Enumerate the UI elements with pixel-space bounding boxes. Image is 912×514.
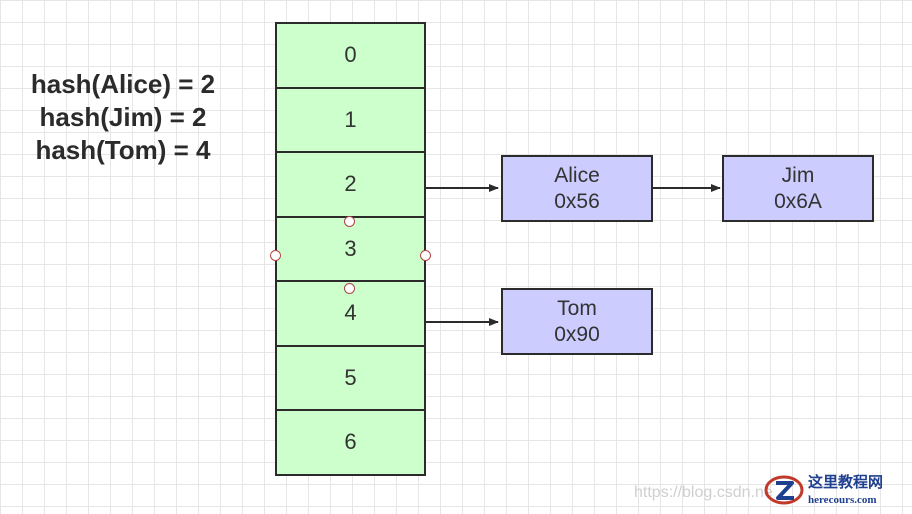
selection-handle-top[interactable]	[344, 216, 355, 227]
node-alice[interactable]: Alice 0x56	[501, 155, 653, 222]
node-alice-name: Alice	[554, 163, 600, 187]
selection-handle-right[interactable]	[420, 250, 431, 261]
logo-subtitle: herecours.com	[808, 494, 877, 506]
node-jim[interactable]: Jim 0x6A	[722, 155, 874, 222]
bucket-4[interactable]: 4	[275, 280, 426, 347]
hash-line-jim: hash(Jim) = 2	[39, 102, 207, 132]
hash-annotations: hash(Alice) = 2 hash(Jim) = 2 hash(Tom) …	[14, 68, 232, 167]
watermark-url: https://blog.csdn.ne	[634, 484, 773, 501]
selection-handle-bottom[interactable]	[344, 283, 355, 294]
node-tom[interactable]: Tom 0x90	[501, 288, 653, 355]
logo-swoosh-icon	[764, 475, 804, 505]
bucket-1[interactable]: 1	[275, 86, 426, 153]
site-logo: 这里教程网 herecours.com	[764, 473, 883, 506]
node-tom-addr: 0x90	[554, 322, 600, 346]
selection-handle-left[interactable]	[270, 250, 281, 261]
logo-title: 这里教程网	[808, 473, 883, 491]
node-tom-name: Tom	[557, 296, 597, 320]
hash-line-alice: hash(Alice) = 2	[30, 69, 216, 99]
node-jim-name: Jim	[781, 163, 815, 187]
bucket-5[interactable]: 5	[275, 344, 426, 411]
bucket-6[interactable]: 6	[275, 409, 426, 476]
bucket-array: 0 1 2 3 4 5 6	[275, 22, 426, 476]
logo-z-icon	[776, 481, 794, 500]
node-jim-addr: 0x6A	[774, 189, 822, 213]
node-alice-addr: 0x56	[554, 189, 600, 213]
hash-line-tom: hash(Tom) = 4	[35, 135, 211, 165]
